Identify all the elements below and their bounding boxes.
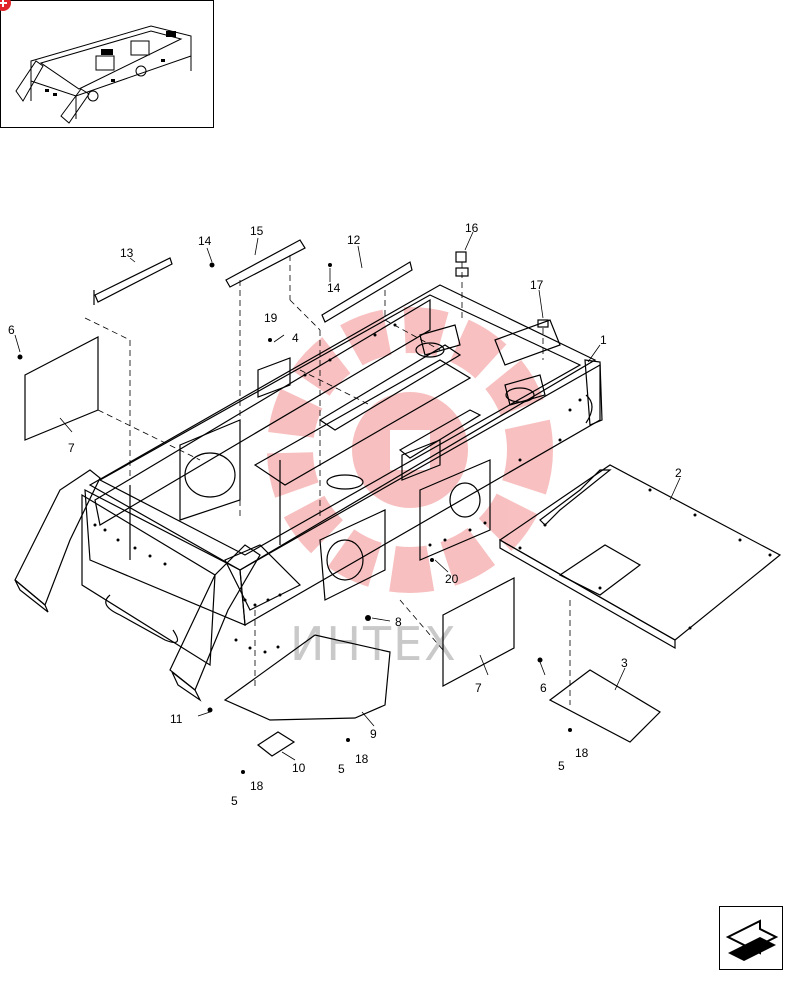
next-page-button[interactable] (719, 906, 783, 970)
callout-14b: 14 (327, 281, 341, 295)
watermark-logo (267, 307, 553, 593)
badge-icon (0, 0, 11, 11)
callout-18b: 18 (250, 779, 264, 793)
part-10-bracket (256, 731, 296, 757)
callout-18c: 18 (575, 746, 589, 760)
callout-8: 8 (395, 615, 402, 629)
callout-6b: 6 (540, 681, 547, 695)
main-frame (14, 284, 603, 702)
callout-6a: 6 (8, 323, 15, 337)
callout-1: 1 (600, 333, 607, 347)
callout-5c: 5 (558, 759, 565, 773)
frame-thumbnail-icon (15, 25, 192, 124)
callout-14a: 14 (198, 234, 212, 248)
callout-16: 16 (465, 221, 479, 235)
part-9-shield (223, 634, 391, 721)
callout-19: 19 (264, 311, 278, 325)
callout-9: 9 (370, 727, 377, 741)
frame-bolt-holes (93, 323, 582, 654)
part-7-right-panel (442, 577, 515, 688)
callout-3: 3 (621, 656, 628, 670)
overview-thumbnail[interactable] (0, 0, 214, 128)
top-strips (93, 239, 413, 323)
callout-4: 4 (292, 331, 299, 345)
callout-17: 17 (530, 278, 544, 292)
callout-2: 2 (675, 466, 682, 480)
part-7-left-panel (24, 336, 99, 441)
leader-lines (14, 231, 681, 761)
callout-13: 13 (120, 246, 134, 260)
callout-10: 10 (292, 761, 306, 775)
callout-7a: 7 (68, 441, 75, 455)
explode-lines (84, 255, 571, 705)
part-2-holes (518, 488, 772, 630)
callout-20: 20 (445, 572, 459, 586)
next-page-arrow-icon (725, 919, 779, 961)
callout-18a: 18 (355, 752, 369, 766)
callout-15: 15 (250, 224, 264, 238)
callout-5b: 5 (231, 794, 238, 808)
fasteners (17, 262, 572, 774)
callout-12: 12 (347, 233, 361, 247)
callout-7b: 7 (475, 681, 482, 695)
callout-11: 11 (170, 712, 183, 726)
callout-5a: 5 (338, 762, 345, 776)
watermark-text: ИНТЕХ (290, 617, 458, 671)
part-3-plate (548, 669, 661, 743)
